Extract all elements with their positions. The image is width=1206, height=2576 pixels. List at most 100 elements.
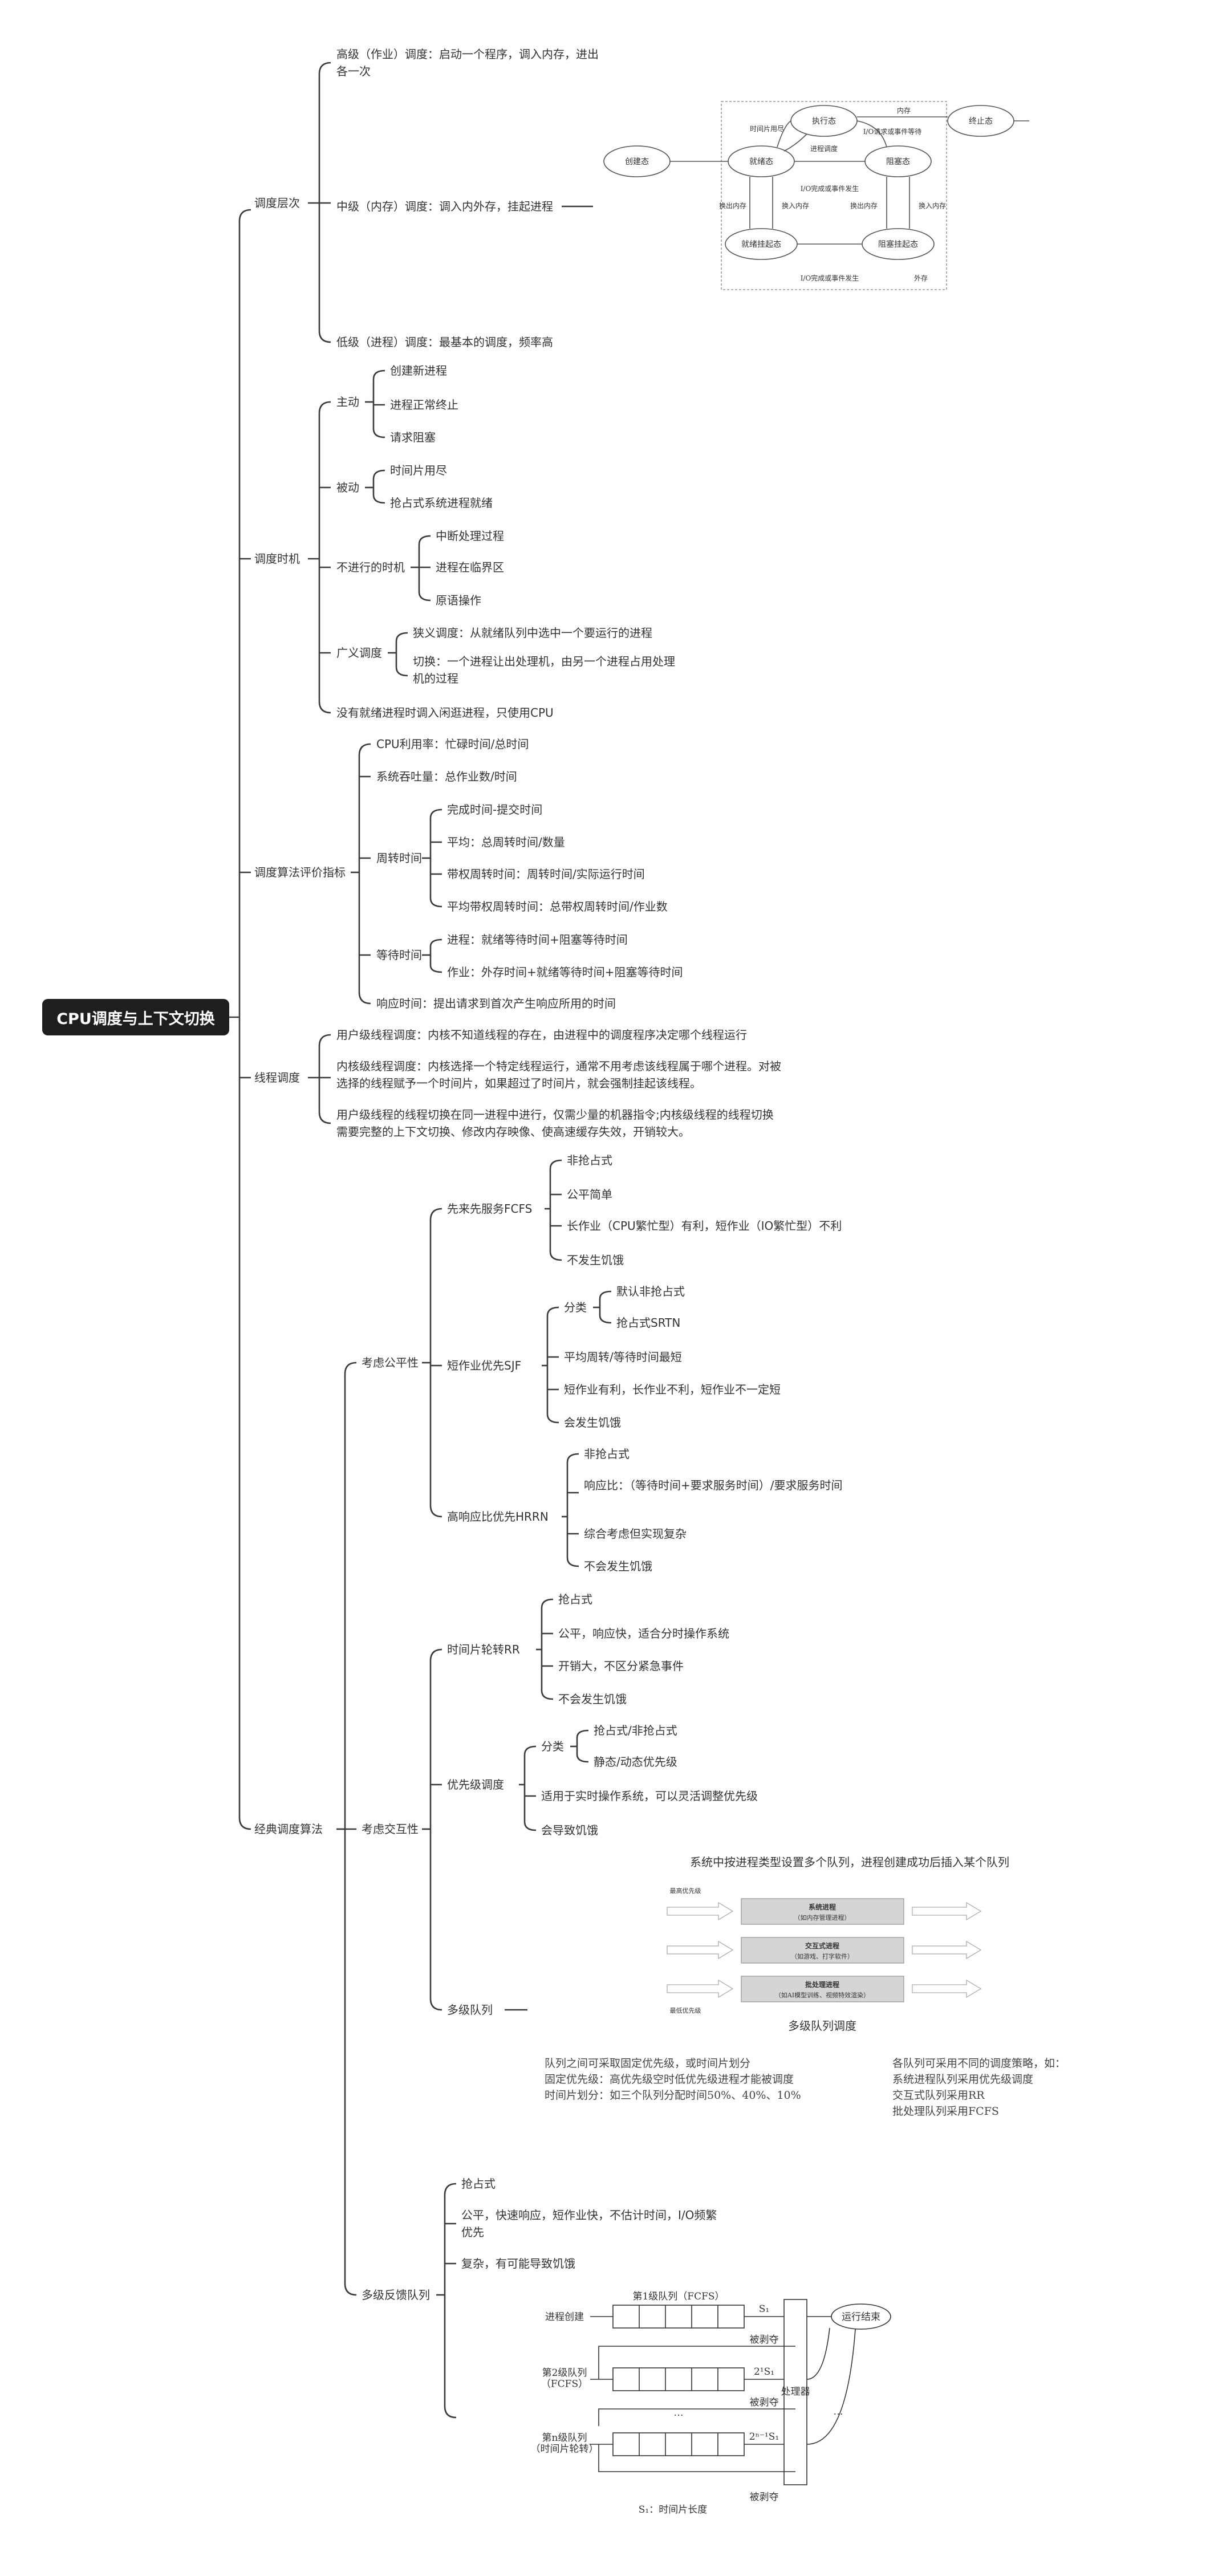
- fb-s1: S₁: [759, 2303, 769, 2315]
- algo-fcfs[interactable]: 先来先服务FCFS: [447, 1202, 533, 1216]
- priority-class[interactable]: 分类: [541, 1740, 564, 1753]
- state-transition-diagram: 创建态 就绪态 执行态 阻塞态 终止态 就绪挂起态 阻塞挂起态 时间片用尽 I/…: [603, 101, 1029, 290]
- timing-idle[interactable]: 没有就绪进程时调入闲逛进程，只使用CPU: [336, 706, 554, 720]
- mq-note-right: 各队列可采用不同的调度策略，如： 系统进程队列采用优先级调度 交互式队列采用RR…: [892, 2057, 1066, 2118]
- timing-broad[interactable]: 广义调度: [336, 646, 382, 660]
- state-label: 就绪态: [749, 157, 773, 166]
- edge-label: I/O完成或事件发生: [801, 274, 859, 282]
- topic-scheduling-timing[interactable]: 调度时机: [254, 552, 300, 566]
- fb-s2: 2¹S₁: [754, 2366, 774, 2378]
- queue-sub: （如内存管理进程）: [794, 1913, 851, 1921]
- timing-active-item[interactable]: 进程正常终止: [390, 398, 458, 412]
- topic-classic-algorithms[interactable]: 经典调度算法: [254, 1822, 323, 1836]
- sjf-class-item[interactable]: 默认非抢占式: [616, 1285, 685, 1298]
- rr-item[interactable]: 开销大，不区分紧急事件: [558, 1659, 684, 1673]
- edge-label: 换入内存: [782, 202, 809, 210]
- fcfs-item[interactable]: 不发生饥饿: [567, 1253, 624, 1267]
- queue-sub: （如游戏、打字软件）: [791, 1952, 854, 1960]
- timing-no[interactable]: 不进行的时机: [336, 560, 405, 574]
- rr-item[interactable]: 公平，响应快，适合分时操作系统: [558, 1627, 729, 1640]
- algo-interactive[interactable]: 考虑交互性: [362, 1822, 419, 1836]
- priority-class-item[interactable]: 抢占式/非抢占式: [594, 1724, 677, 1737]
- algo-rr[interactable]: 时间片轮转RR: [447, 1643, 520, 1656]
- algo-priority[interactable]: 优先级调度: [447, 1778, 504, 1791]
- timing-no-item[interactable]: 中断处理过程: [436, 529, 504, 543]
- priority-item[interactable]: 适用于实时操作系统，可以灵活调整优先级: [541, 1789, 758, 1803]
- wait-item[interactable]: 作业：外存时间+就绪等待时间+阻塞等待时间: [447, 965, 683, 979]
- edge-label: I/O请求或事件等待: [863, 128, 922, 136]
- fb-dots: …: [674, 2407, 684, 2419]
- priority-item[interactable]: 会导致饥饿: [541, 1823, 598, 1837]
- thread-kernel[interactable]: 内核级线程调度：内核选择一个特定线程运行，通常不用考虑该线程属于哪个进程。对被选…: [336, 1059, 781, 1090]
- turnaround-item[interactable]: 完成时间-提交时间: [447, 803, 543, 816]
- fcfs-item[interactable]: 公平简单: [567, 1188, 612, 1201]
- mq-high-label: 最高优先级: [670, 1887, 701, 1895]
- thread-user[interactable]: 用户级线程调度：内核不知道线程的存在，由进程中的调度程序决定哪个线程运行: [336, 1028, 747, 1042]
- edge-label: 换入内存: [919, 202, 946, 210]
- algo-mlfq[interactable]: 多级反馈队列: [362, 2288, 430, 2302]
- fb-q2: 第2级队列（FCFS）: [541, 2367, 588, 2390]
- algo-hrrn[interactable]: 高响应比优先HRRN: [447, 1510, 549, 1523]
- state-label: 阻塞态: [886, 157, 910, 166]
- sjf-class-item[interactable]: 抢占式SRTN: [616, 1316, 681, 1330]
- level-high[interactable]: 高级（作业）调度：启动一个程序，调入内存，进出各一次: [336, 47, 599, 78]
- algo-fair[interactable]: 考虑公平性: [362, 1356, 419, 1370]
- hrrn-item[interactable]: 综合考虑但实现复杂: [584, 1527, 687, 1541]
- fb-cpu: 处理器: [781, 2386, 810, 2398]
- hrrn-item[interactable]: 非抢占式: [584, 1447, 630, 1461]
- metric-cpu[interactable]: CPU利用率：忙碌时间/总时间: [376, 737, 529, 751]
- priority-class-item[interactable]: 静态/动态优先级: [594, 1755, 677, 1769]
- timing-no-item[interactable]: 原语操作: [436, 594, 481, 607]
- algo-multilevel-queue[interactable]: 多级队列: [447, 2003, 493, 2017]
- turnaround-item[interactable]: 平均：总周转时间/数量: [447, 835, 565, 849]
- edge-label: 时间片用尽: [750, 125, 784, 133]
- fcfs-item[interactable]: 长作业（CPU繁忙型）有利，短作业（IO繁忙型）不利: [567, 1219, 842, 1233]
- timing-active[interactable]: 主动: [336, 395, 359, 409]
- mlfq-item[interactable]: 公平，快速响应，短作业快，不估计时间，I/O频繁优先: [461, 2208, 717, 2239]
- metric-throughput[interactable]: 系统吞吐量：总作业数/时间: [376, 770, 517, 783]
- sjf-item[interactable]: 平均周转/等待时间最短: [564, 1350, 682, 1364]
- hrrn-item[interactable]: 不会发生饥饿: [584, 1559, 652, 1573]
- timing-passive[interactable]: 被动: [336, 481, 359, 494]
- rr-item[interactable]: 不会发生饥饿: [558, 1692, 627, 1706]
- timing-broad-item[interactable]: 切换：一个进程让出处理机，由另一个进程占用处理机的过程: [413, 655, 675, 685]
- fb-preempt: 被剥夺: [750, 2492, 779, 2503]
- turnaround-item[interactable]: 带权周转时间：周转时间/实际运行时间: [447, 867, 645, 881]
- thread-switch[interactable]: 用户级线程的线程切换在同一进程中进行，仅需少量的机器指令;内核级线程的线程切换需…: [336, 1108, 774, 1139]
- topic-scheduling-levels[interactable]: 调度层次: [254, 196, 300, 210]
- topic-evaluation-metrics[interactable]: 调度算法评价指标: [254, 866, 346, 879]
- timing-active-item[interactable]: 创建新进程: [390, 364, 447, 377]
- fb-done: 运行结束: [842, 2311, 880, 2323]
- sjf-item[interactable]: 会发生饥饿: [564, 1416, 621, 1429]
- root-topic[interactable]: CPU调度与上下文切换: [42, 999, 229, 1035]
- level-low[interactable]: 低级（进程）调度：最基本的调度，频率高: [336, 335, 553, 349]
- wait-item[interactable]: 进程：就绪等待时间+阻塞等待时间: [447, 933, 628, 946]
- level-mid[interactable]: 中级（内存）调度：调入内外存，挂起进程: [336, 200, 553, 213]
- queue-name: 批处理进程: [805, 1980, 839, 1989]
- metric-turnaround[interactable]: 周转时间: [376, 851, 422, 865]
- turnaround-item[interactable]: 平均带权周转时间：总带权周转时间/作业数: [447, 900, 668, 913]
- timing-passive-item[interactable]: 时间片用尽: [390, 464, 447, 477]
- edge-label: 换出内存: [850, 202, 878, 210]
- fb-legend: S₁：时间片长度: [639, 2504, 707, 2516]
- metric-wait[interactable]: 等待时间: [376, 948, 422, 962]
- algo-sjf[interactable]: 短作业优先SJF: [447, 1359, 522, 1372]
- fb-dots: …: [834, 2406, 843, 2417]
- mq-caption: 多级队列调度: [788, 2019, 856, 2033]
- edge-label: 内存: [897, 107, 911, 115]
- timing-broad-item[interactable]: 狭义调度：从就绪队列中选中一个要运行的进程: [413, 626, 652, 640]
- topic-thread-scheduling[interactable]: 线程调度: [254, 1071, 300, 1084]
- fcfs-item[interactable]: 非抢占式: [567, 1153, 612, 1167]
- timing-no-item[interactable]: 进程在临界区: [436, 560, 504, 574]
- mlfq-item[interactable]: 复杂，有可能导致饥饿: [461, 2257, 575, 2270]
- rr-item[interactable]: 抢占式: [558, 1592, 592, 1606]
- sjf-item[interactable]: 短作业有利，长作业不利，短作业不一定短: [564, 1383, 781, 1396]
- hrrn-item[interactable]: 响应比：（等待时间+要求服务时间）/要求服务时间: [584, 1478, 843, 1492]
- sjf-class[interactable]: 分类: [564, 1301, 587, 1314]
- metric-response[interactable]: 响应时间：提出请求到首次产生响应所用的时间: [376, 997, 616, 1010]
- mlfq-item[interactable]: 抢占式: [461, 2177, 496, 2191]
- fb-q1: 第1级队列（FCFS）: [632, 2291, 724, 2302]
- timing-passive-item[interactable]: 抢占式系统进程就绪: [390, 496, 493, 510]
- timing-active-item[interactable]: 请求阻塞: [390, 430, 436, 444]
